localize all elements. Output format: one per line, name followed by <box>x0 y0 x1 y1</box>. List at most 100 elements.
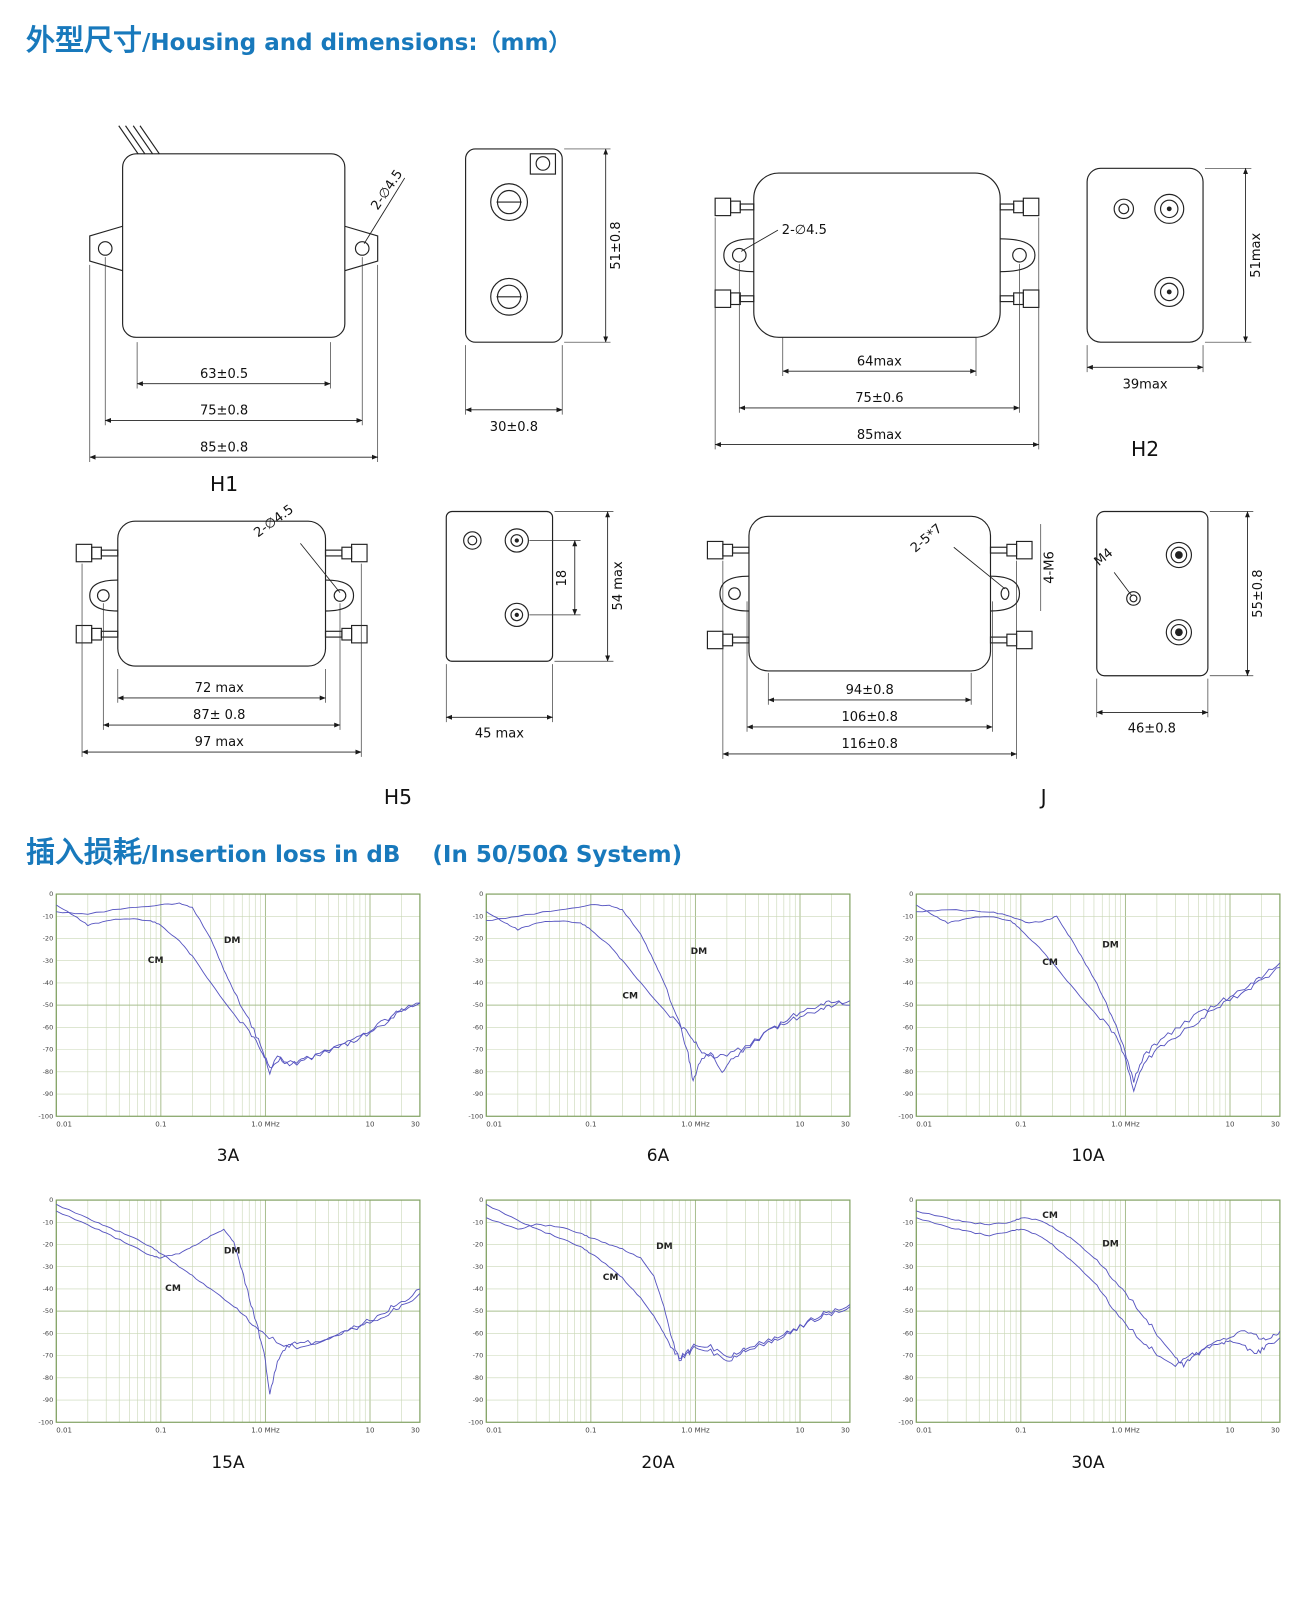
j-bolts <box>706 540 1033 650</box>
y-tick-label: -80 <box>43 1374 54 1382</box>
chart-grid <box>55 893 421 1117</box>
j-front-view: 2-5*7 4-M6 <box>706 515 1057 672</box>
h2-side-height: 51max <box>1249 233 1264 278</box>
x-tick-label: 0.1 <box>155 1426 166 1435</box>
h5-side-height: 54 max <box>611 561 626 610</box>
j-thread-note: M4 <box>1092 546 1117 570</box>
j-side-width: 46±0.8 <box>1128 722 1176 737</box>
h1-side-width: 30±0.8 <box>490 420 538 435</box>
y-tick-label: -70 <box>43 1045 54 1053</box>
h2-hole-note: 2-∅4.5 <box>782 223 827 238</box>
x-tick-label: 0.1 <box>155 1119 166 1128</box>
h2-left-mounting-ear <box>723 238 754 273</box>
y-tick-label: -50 <box>903 1307 914 1315</box>
series-label-DM: DM <box>691 947 708 957</box>
j-thread-leader <box>1113 572 1132 596</box>
y-tick-label: -80 <box>473 1068 484 1076</box>
x-tick-label: 0.01 <box>916 1426 932 1435</box>
y-tick-label: -70 <box>903 1045 914 1053</box>
h5-dim-holes: 87± 0.8 <box>193 708 245 723</box>
h1-left-mounting-ear <box>89 225 123 272</box>
j-front-dimensions: 94±0.8 106±0.8 116±0.8 J <box>722 560 1047 809</box>
y-tick-label: -60 <box>473 1330 484 1338</box>
series-DM <box>916 1217 1281 1368</box>
h2-side-width: 39max <box>1123 378 1168 393</box>
series-CM <box>56 904 421 1068</box>
insertion-loss-charts: 0 -10 -20 -30 -40 -50 -60 -70 -80 -90 -100 0.01 0.1 1… <box>26 886 1290 1473</box>
x-tick-label: 10 <box>1226 1119 1235 1128</box>
chart-frame <box>915 893 1281 1117</box>
y-tick-label: -80 <box>903 1374 914 1382</box>
series-label-DM: DM <box>656 1242 673 1252</box>
drawing-h1: 2-∅4.5 63±0.5 75±0.8 85±0.8 H1 <box>89 125 624 496</box>
h1-left-mounting-hole <box>97 241 113 257</box>
y-tick-label: -90 <box>903 1396 914 1404</box>
section-title-dimensions: 外型尺寸/Housing and dimensions:（mm） <box>26 22 1290 58</box>
x-tick-label: 30 <box>1271 1426 1280 1435</box>
h5-dim-outer: 97 max <box>195 735 244 750</box>
insertion-title-en: /Insertion loss in dB (In 50/50Ω System) <box>142 841 683 868</box>
y-tick-label: 0 <box>479 890 483 898</box>
x-tick-label: 0.1 <box>585 1119 596 1128</box>
j-left-mounting-hole <box>728 587 741 601</box>
x-tick-label: 0.01 <box>916 1119 932 1128</box>
j-right-mounting-slot <box>1000 587 1010 601</box>
y-tick-label: -90 <box>43 1090 54 1098</box>
series-label-CM: CM <box>1042 958 1058 968</box>
x-tick-label: 10 <box>366 1426 375 1435</box>
y-tick-label: 0 <box>49 890 53 898</box>
chart-caption-15a: 15A <box>211 1452 245 1473</box>
dimensions-title-cn: 外型尺寸 <box>26 23 143 57</box>
h2-side-dimensions: 39max 51max H2 <box>1086 168 1264 461</box>
y-tick-label: -20 <box>903 1241 914 1249</box>
y-tick-label: -10 <box>43 912 54 920</box>
chart-grid <box>485 1200 851 1423</box>
y-tick-label: -80 <box>473 1374 484 1382</box>
y-tick-label: -80 <box>903 1068 914 1076</box>
y-tick-label: -100 <box>38 1112 53 1120</box>
chart-frame <box>915 1199 1281 1424</box>
h1-terminal-leads <box>118 125 160 155</box>
y-tick-label: -40 <box>903 1285 914 1293</box>
x-tick-label: 30 <box>841 1426 850 1435</box>
h2-side-view <box>1086 167 1204 344</box>
j-slot-leader <box>953 546 1006 590</box>
y-tick-label: -50 <box>473 1307 484 1315</box>
h2-front-view: 2-∅4.5 <box>714 172 1040 339</box>
series-label-DM: DM <box>224 936 241 946</box>
y-tick-label: -20 <box>43 1241 54 1249</box>
h2-dim-inner: 64max <box>857 355 902 370</box>
y-tick-label: -30 <box>43 1263 54 1271</box>
chart-caption-6a: 6A <box>646 1146 670 1167</box>
y-tick-label: 0 <box>909 1196 913 1204</box>
h5-side-view <box>445 510 554 662</box>
h5-left-mounting-ear <box>89 579 118 612</box>
series-CM <box>916 904 1280 1093</box>
y-tick-label: -60 <box>903 1023 914 1031</box>
section-title-insertion-loss: 插入损耗/Insertion loss in dB (In 50/50Ω Sys… <box>26 834 1290 870</box>
x-tick-label: 30 <box>411 1119 420 1128</box>
x-tick-label: 1.0 MHz <box>1111 1426 1140 1435</box>
series-CM <box>486 911 851 1059</box>
chart-caption-10a: 10A <box>1071 1146 1105 1167</box>
series-DM <box>56 902 420 1076</box>
y-tick-label: -50 <box>43 1001 54 1009</box>
x-tick-label: 0.01 <box>486 1426 502 1435</box>
x-tick-label: 0.01 <box>56 1426 72 1435</box>
chart-frame <box>485 893 851 1117</box>
h2-right-mounting-ear <box>1000 238 1036 273</box>
h1-fuse-holder <box>529 153 557 175</box>
y-tick-label: -50 <box>473 1001 484 1009</box>
chart-frame <box>55 1199 421 1424</box>
y-tick-label: 0 <box>909 890 913 898</box>
series-DM <box>486 1217 851 1362</box>
y-tick-label: -20 <box>473 1241 484 1249</box>
h2-right-mounting-hole <box>1012 248 1027 263</box>
x-tick-label: 0.1 <box>1015 1426 1026 1435</box>
